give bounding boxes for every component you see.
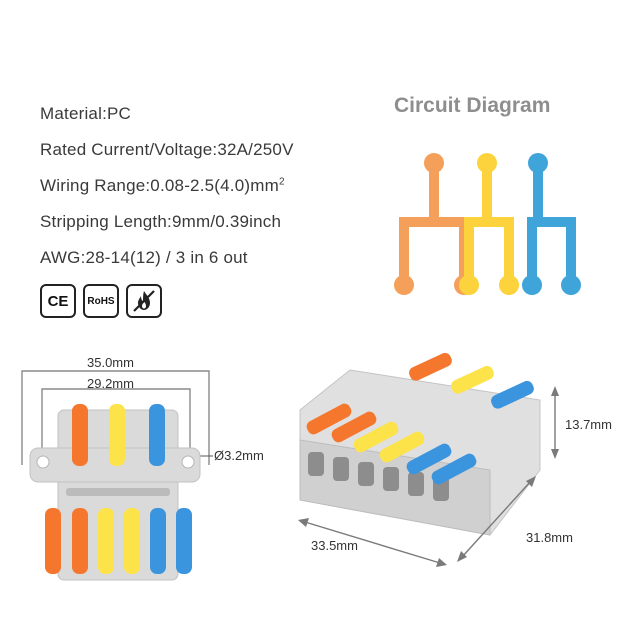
spec-wiring-main: Wiring Range:0.08-2.5(4.0)mm (40, 176, 279, 195)
spec-wiring: Wiring Range:0.08-2.5(4.0)mm2 (40, 176, 285, 196)
dimension-width-outer: 35.0mm (87, 355, 134, 370)
dimension-height: 13.7mm (565, 417, 612, 432)
dimension-length: 33.5mm (311, 538, 358, 553)
spec-wiring-sup: 2 (278, 176, 285, 188)
dimension-hole: Ø3.2mm (214, 448, 264, 463)
circuit-diagram-title: Circuit Diagram (394, 94, 551, 117)
flame-crossed-icon (126, 284, 162, 318)
rohs-badge: RoHS (83, 284, 119, 318)
certification-badges: CE RoHS (40, 284, 162, 318)
spec-material: Material:PC (40, 104, 132, 123)
spec-stripping: Stripping Length:9mm/0.39inch (40, 212, 282, 231)
spec-rated: Rated Current/Voltage:32A/250V (40, 140, 294, 159)
spec-awg: AWG:28-14(12) / 3 in 6 out (40, 248, 248, 267)
circuit-branch-yellow (459, 153, 519, 295)
dimension-depth: 31.8mm (526, 530, 573, 545)
ce-badge: CE (40, 284, 76, 318)
circuit-branch-blue (522, 153, 581, 295)
dimension-width-inner: 29.2mm (87, 376, 134, 391)
